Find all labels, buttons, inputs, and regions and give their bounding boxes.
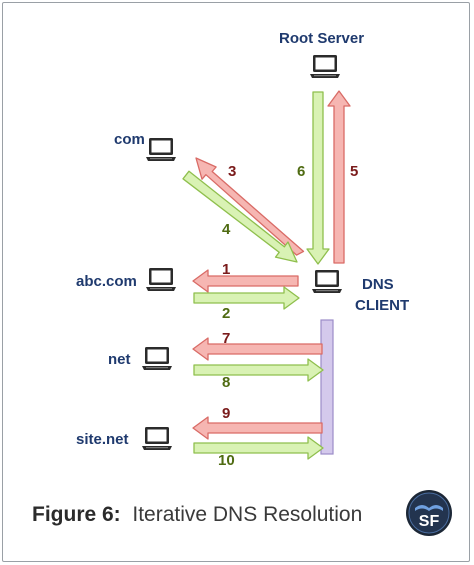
arrow-response-6	[306, 91, 330, 265]
step-7-label: 7	[222, 330, 230, 347]
dns-client-label-line2: CLIENT	[355, 297, 409, 314]
client-bar	[320, 319, 334, 455]
svg-text:SF: SF	[419, 513, 440, 530]
figure-number: Figure 6:	[32, 503, 121, 526]
step-9-label: 9	[222, 405, 230, 422]
step-3-label: 3	[228, 163, 236, 180]
arrow-query-5	[327, 90, 351, 264]
step-10-label: 10	[218, 452, 235, 469]
arrow-response-8	[193, 358, 324, 382]
com-label: com	[114, 131, 145, 148]
site-net-label: site.net	[76, 431, 129, 448]
net-laptop-icon	[142, 347, 172, 370]
step-8-label: 8	[222, 374, 230, 391]
dns-client-label-line1: DNS	[362, 276, 394, 293]
arrow-query-1	[192, 269, 299, 293]
step-5-label: 5	[350, 163, 358, 180]
abc-com-label: abc.com	[76, 273, 137, 290]
step-2-label: 2	[222, 305, 230, 322]
site-net-laptop-icon	[142, 427, 172, 450]
step-6-label: 6	[297, 163, 305, 180]
step-1-label: 1	[222, 261, 230, 278]
arrow-response-10	[193, 436, 324, 460]
root-server-laptop-icon	[310, 55, 340, 78]
abc-com-laptop-icon	[146, 268, 176, 291]
arrow-query-7	[192, 337, 323, 361]
net-label: net	[108, 351, 131, 368]
sf-logo-icon: SF	[406, 490, 452, 536]
arrow-response-4	[182, 170, 298, 263]
figure-title: Iterative DNS Resolution	[132, 503, 363, 526]
dns-client-laptop-icon	[312, 270, 342, 293]
figure-caption: Figure 6: Iterative DNS Resolution	[32, 503, 362, 527]
arrow-query-3	[195, 157, 305, 256]
root-server-label: Root Server	[279, 30, 364, 47]
step-4-label: 4	[222, 221, 231, 238]
arrow-response-2	[193, 286, 300, 310]
arrow-query-9	[192, 416, 323, 440]
com-laptop-icon	[146, 138, 176, 161]
